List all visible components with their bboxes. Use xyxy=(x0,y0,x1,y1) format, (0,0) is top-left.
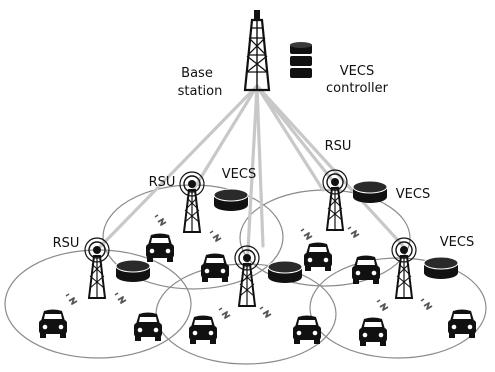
car-icon xyxy=(293,315,321,344)
link-line xyxy=(190,84,259,194)
rsu-label: RSU xyxy=(325,139,352,154)
database-server-icon xyxy=(290,42,312,78)
wireless-signal-icon xyxy=(376,299,389,311)
car-icon xyxy=(448,309,476,338)
link-line xyxy=(255,84,265,248)
car-icon xyxy=(359,317,387,346)
coverage-areas xyxy=(4,184,487,365)
edge-server-icon xyxy=(213,188,249,212)
wireless-signal-icon xyxy=(209,230,222,242)
link-line xyxy=(245,84,259,270)
edge-server-icon xyxy=(115,259,151,283)
car-icon xyxy=(304,242,332,271)
wireless-signal-icon xyxy=(65,293,78,305)
edge-server-icon xyxy=(423,256,459,280)
wireless-signal-icon xyxy=(218,307,231,319)
car-icon xyxy=(39,309,67,338)
rsu-label: RSU xyxy=(149,175,176,190)
rsu-tower-icon xyxy=(391,237,417,299)
car-icon xyxy=(146,233,174,262)
wireless-signal-icon xyxy=(114,292,127,304)
base-station-label: station xyxy=(178,84,223,99)
cell-tower-icon xyxy=(243,8,271,92)
coverage-area xyxy=(239,189,411,287)
rsu-label: RSU xyxy=(53,236,80,251)
wireless-signal-icon xyxy=(300,228,313,240)
edge-server-icon xyxy=(267,260,303,284)
rsu-tower-icon xyxy=(84,237,110,299)
wireless-signal-icon xyxy=(347,226,360,238)
rsu-tower-icon xyxy=(234,245,260,307)
car-icon xyxy=(352,255,380,284)
vecs-label: VECS xyxy=(440,235,474,250)
vecs-label: VECS xyxy=(222,167,256,182)
coverage-area xyxy=(4,249,192,359)
backhaul-links xyxy=(95,84,406,270)
edge-server-icon xyxy=(352,180,388,204)
link-line xyxy=(255,84,406,249)
link-line xyxy=(95,84,259,252)
vecs-controller-label: VECS xyxy=(340,64,374,79)
car-icon xyxy=(201,253,229,282)
wireless-signal-icon xyxy=(154,214,167,226)
vecs-label: VECS xyxy=(396,187,430,202)
wireless-signal-icon xyxy=(259,306,272,318)
link-line xyxy=(255,84,325,192)
coverage-area xyxy=(309,257,487,359)
base-station-label: Base xyxy=(181,66,213,81)
vecs-controller-label: controller xyxy=(326,81,389,96)
car-icon xyxy=(189,315,217,344)
car-icon xyxy=(134,312,162,341)
wireless-signal-icon xyxy=(420,298,433,310)
